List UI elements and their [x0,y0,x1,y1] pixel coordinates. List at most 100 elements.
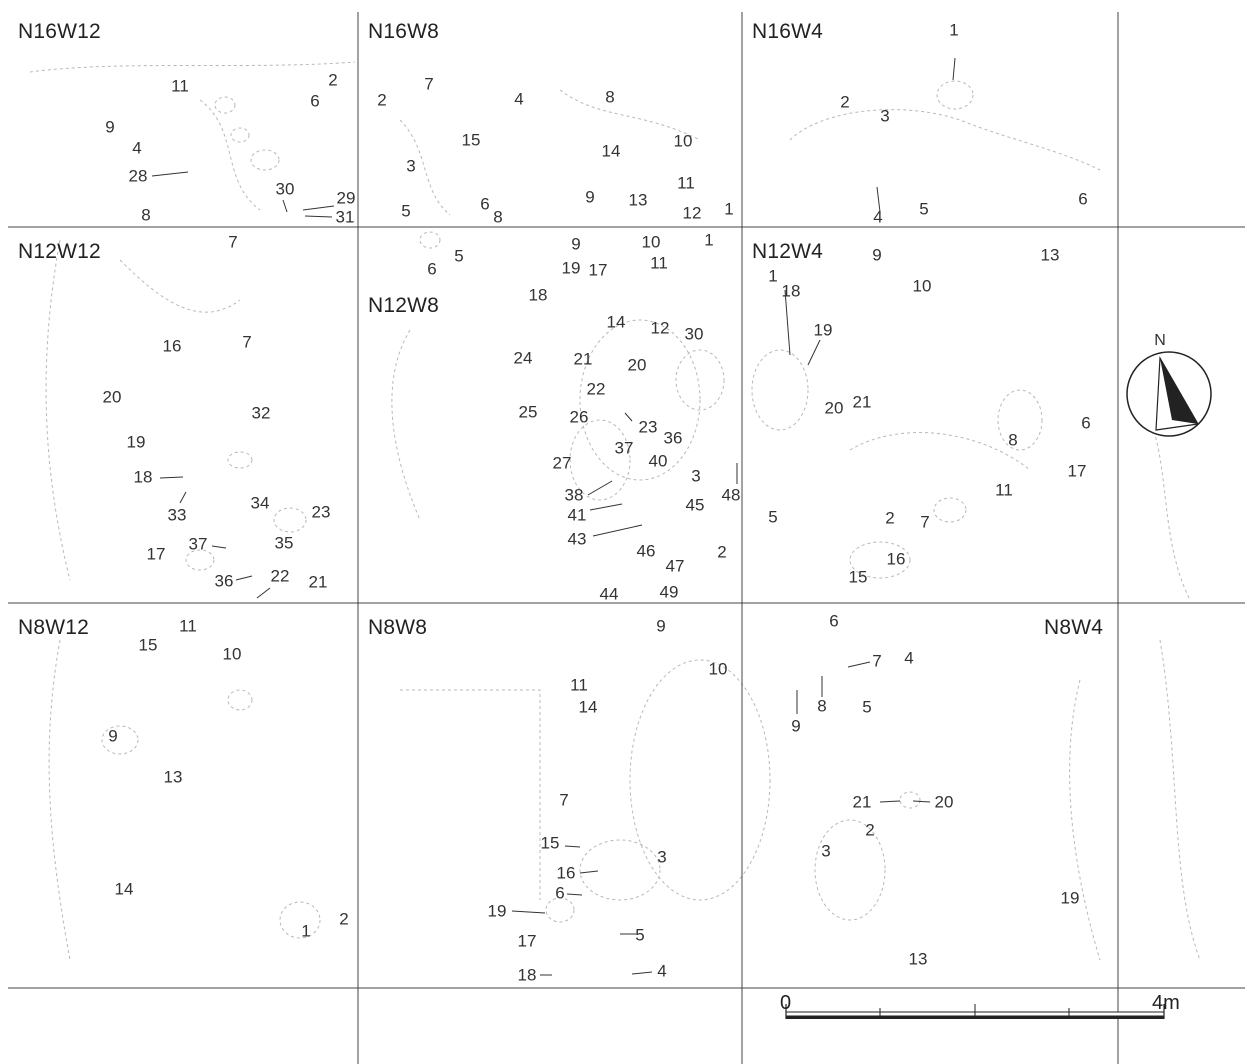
feature-number: 1 [949,20,959,40]
feature-number: 13 [163,767,183,787]
grid-label-n16w4: N16W4 [752,20,824,43]
feature-number: 24 [513,348,533,368]
feature-number: 21 [852,392,872,412]
feature-number: 25 [518,402,538,422]
grid-lines [8,12,1245,1064]
feature-number: 9 [585,187,595,207]
feature-number: 3 [821,841,831,861]
feature-number: 8 [817,696,827,716]
scale-start-label: 0 [780,992,792,1014]
feature-number: 41 [567,505,587,525]
feature-number: 13 [1040,245,1060,265]
feature-number: 2 [885,508,895,528]
feature-number: 10 [912,276,932,296]
scale-bar-graphic [785,1004,1165,1019]
feature-number: 9 [571,234,581,254]
feature-number: 17 [517,931,537,951]
feature-number: 21 [308,572,328,592]
feature-number: 3 [657,847,667,867]
feature-number: 11 [995,480,1013,500]
grid-label-n16w8: N16W8 [368,20,440,43]
feature-number: 27 [552,453,572,473]
feature-number: 19 [561,258,581,278]
feature-number: 7 [228,232,238,252]
feature-number: 36 [214,571,234,591]
feature-number: 22 [586,379,606,399]
feature-number: 10 [673,131,693,151]
feature-number: 30 [684,324,704,344]
feature-number: 2 [717,542,727,562]
feature-number: 8 [493,207,503,227]
feature-number: 5 [401,201,411,221]
feature-number: 4 [132,138,142,158]
feature-number: 15 [461,130,481,150]
grid-label-n8w4: N8W4 [1044,616,1104,639]
feature-number: 23 [638,417,658,437]
feature-number: 9 [656,616,666,636]
grid-label-n12w12: N12W12 [18,240,101,263]
feature-number: 11 [171,76,189,96]
feature-number: 1 [724,199,734,219]
feature-number: 4 [904,648,914,668]
feature-number: 5 [768,507,778,527]
feature-number: 3 [880,106,890,126]
feature-number: 8 [141,205,151,225]
feature-number: 2 [865,820,875,840]
feature-number: 40 [648,451,668,471]
feature-number: 7 [559,790,569,810]
feature-number: 20 [102,387,122,407]
feature-number: 29 [336,188,356,208]
feature-number: 43 [567,529,587,549]
feature-number: 8 [605,87,615,107]
feature-number: 36 [663,428,683,448]
feature-number: 45 [685,495,705,515]
feature-number: 10 [708,659,728,679]
feature-number: 16 [162,336,182,356]
feature-number: 19 [813,320,833,340]
feature-number: 20 [934,792,954,812]
feature-number: 11 [650,253,668,273]
north-arrow-icon [1126,351,1212,437]
feature-number: 6 [310,91,320,111]
grid-label-n12w8: N12W8 [368,294,440,317]
feature-number: 18 [528,285,548,305]
feature-number: 21 [573,349,593,369]
feature-number: 46 [636,541,656,561]
grid-label-n8w8: N8W8 [368,616,428,639]
feature-number: 28 [128,166,148,186]
feature-number: 22 [270,566,290,586]
feature-number: 2 [339,909,349,929]
feature-number: 2 [840,92,850,112]
feature-number: 6 [1081,413,1091,433]
feature-number: 14 [578,697,598,717]
feature-number: 6 [829,611,839,631]
feature-number: 7 [872,651,882,671]
feature-number: 1 [768,266,778,286]
feature-number: 5 [635,925,645,945]
feature-number: 2 [377,90,387,110]
feature-number: 5 [919,199,929,219]
feature-number: 19 [487,901,507,921]
feature-number: 8 [1008,430,1018,450]
feature-number: 14 [606,312,626,332]
feature-number: 17 [146,544,166,564]
feature-number: 3 [406,156,416,176]
feature-number: 49 [659,582,679,602]
feature-number: 1 [704,230,714,250]
feature-number: 16 [556,863,576,883]
feature-number: 15 [540,833,560,853]
feature-number: 10 [641,232,661,252]
feature-number: 20 [627,355,647,375]
feature-number: 2 [328,70,338,90]
feature-number: 12 [650,318,670,338]
feature-number: 11 [179,616,197,636]
feature-number: 35 [274,533,294,553]
feature-number: 13 [628,190,648,210]
feature-number: 21 [852,792,872,812]
feature-number: 5 [862,697,872,717]
feature-number: 7 [920,512,930,532]
scale-end-label: 4m [1152,992,1180,1014]
feature-number: 15 [848,567,868,587]
feature-number: 47 [665,556,685,576]
